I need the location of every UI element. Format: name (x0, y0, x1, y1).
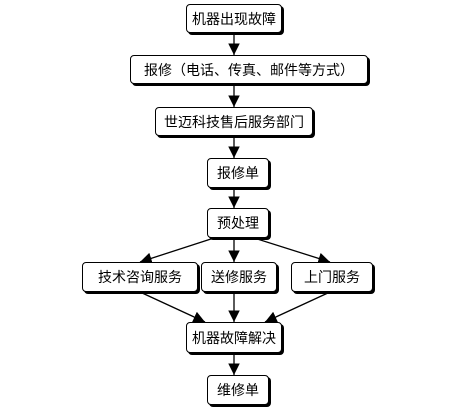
arrow-preprocess-to-onsite (253, 237, 331, 265)
node-fault-resolved: 机器故障解决 (186, 322, 282, 353)
node-machine-fault: 机器出现故障 (186, 4, 282, 33)
node-tech-consult-service: 技术咨询服务 (82, 262, 198, 292)
node-repair-order: 报修单 (207, 158, 269, 188)
node-send-repair-service: 送修服务 (201, 262, 277, 292)
node-onsite-service: 上门服务 (291, 262, 373, 292)
node-report-repair: 报修（电话、传真、邮件等方式） (130, 55, 368, 84)
node-service-department: 世迈科技售后服务部门 (155, 107, 313, 136)
node-preprocess: 预处理 (207, 208, 269, 238)
node-maintenance-order: 维修单 (207, 375, 269, 405)
arrow-onsite-to-resolved (264, 291, 331, 323)
arrow-consult-to-resolved (139, 291, 206, 323)
arrow-preprocess-to-consult (139, 237, 215, 264)
